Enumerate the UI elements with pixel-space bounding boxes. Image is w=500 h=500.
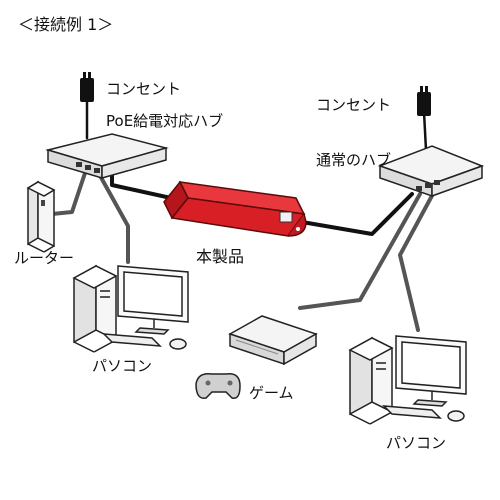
normal-hub-device: [377, 145, 485, 198]
game-console-device: [228, 315, 318, 366]
outlet-right-label: コンセント: [316, 96, 392, 114]
cable-game: [298, 192, 422, 310]
cable-pc-right: [398, 190, 436, 332]
outlet-left-label: コンセント: [106, 80, 182, 98]
power-plug-right-icon: [417, 86, 431, 116]
cable-router: [50, 168, 88, 216]
product-device: [163, 180, 307, 237]
game-label: ゲーム: [249, 384, 294, 402]
cable-pc-left: [96, 170, 130, 264]
pc-left-device: [72, 264, 189, 353]
router-label: ルーター: [14, 249, 75, 267]
power-cord-right: [422, 110, 428, 152]
normal-hub-label: 通常のハブ: [316, 151, 392, 169]
cables: [50, 98, 436, 332]
pc-left-label: パソコン: [92, 357, 153, 375]
poe-hub-device: [45, 133, 169, 180]
game-controller-icon: [195, 372, 241, 399]
power-plug-left-icon: [80, 72, 94, 102]
lan-cable-to-hub: [300, 192, 414, 236]
pc-right-device: [348, 335, 467, 425]
poe-hub-label: PoE給電対応ハブ: [106, 112, 224, 130]
diagram-title: ＜接続例 1＞: [18, 15, 114, 34]
pc-right-label: パソコン: [386, 434, 447, 452]
router-device: [26, 180, 56, 253]
product-label: 本製品: [196, 247, 245, 266]
